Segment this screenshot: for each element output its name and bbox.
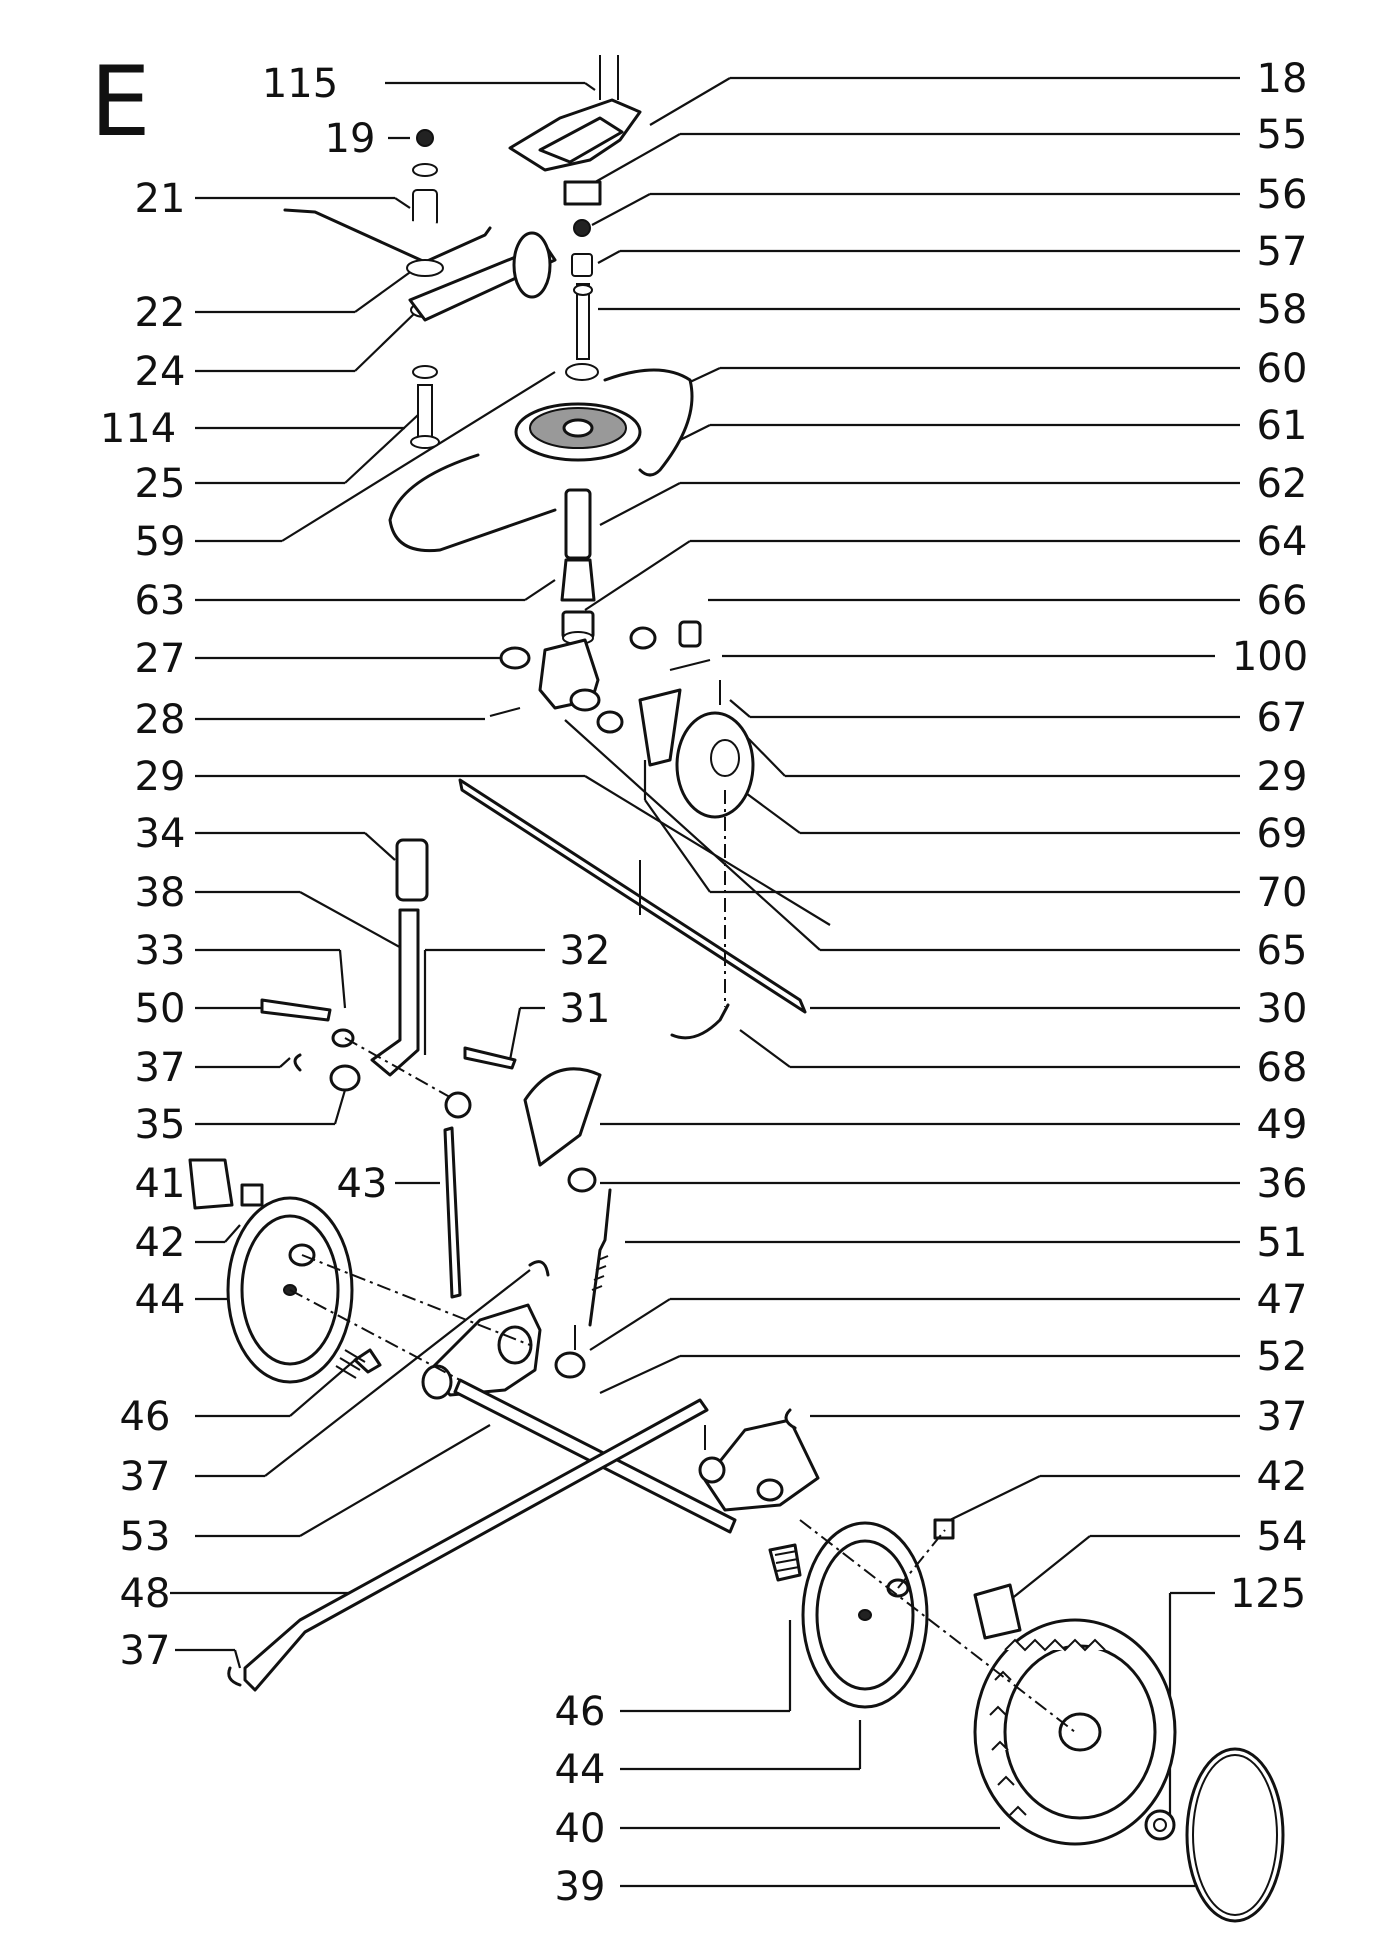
callout-44-bottom: 44 bbox=[555, 1747, 606, 1793]
centerlines bbox=[289, 1254, 1076, 1733]
callout-19: 19 bbox=[325, 116, 376, 162]
section-letter: E bbox=[90, 46, 151, 158]
lever-fasteners bbox=[260, 998, 472, 1119]
callout-67: 67 bbox=[1257, 695, 1308, 741]
callout-28: 28 bbox=[135, 697, 186, 743]
callout-58: 58 bbox=[1257, 287, 1308, 333]
callouts-left: 115 19 21 22 24 114 25 59 63 27 28 29 34… bbox=[100, 61, 831, 1674]
wheel-nut bbox=[1144, 1809, 1176, 1841]
callout-40: 40 bbox=[555, 1806, 606, 1852]
small-fasteners bbox=[629, 620, 721, 705]
right-spring bbox=[768, 1543, 802, 1582]
callout-115: 115 bbox=[262, 61, 338, 107]
spring-clip bbox=[670, 1003, 730, 1040]
gearbox-housing bbox=[489, 638, 624, 734]
callout-57: 57 bbox=[1257, 229, 1308, 275]
bracket-part bbox=[508, 55, 642, 172]
callouts-right: 18 55 56 57 58 60 61 62 64 66 100 67 29 … bbox=[564, 56, 1308, 1820]
left-drive-gear bbox=[188, 1158, 264, 1210]
callout-53: 53 bbox=[120, 1514, 171, 1560]
callout-42-left: 42 bbox=[135, 1220, 186, 1266]
callout-59: 59 bbox=[135, 519, 186, 565]
callout-31: 31 bbox=[560, 986, 611, 1032]
callout-30: 30 bbox=[1257, 986, 1308, 1032]
callout-44-left: 44 bbox=[135, 1277, 186, 1323]
callout-41: 41 bbox=[135, 1161, 186, 1207]
callout-47: 47 bbox=[1257, 1277, 1308, 1323]
callout-61: 61 bbox=[1257, 403, 1308, 449]
pulley bbox=[514, 402, 642, 462]
callout-62: 62 bbox=[1257, 461, 1308, 507]
callout-35: 35 bbox=[135, 1102, 186, 1148]
rear-axle bbox=[453, 1378, 737, 1534]
callout-33: 33 bbox=[135, 928, 186, 974]
callout-39: 39 bbox=[555, 1864, 606, 1910]
callout-34: 34 bbox=[135, 811, 186, 857]
callout-114: 114 bbox=[100, 406, 176, 452]
wheel bbox=[973, 1618, 1177, 1846]
callout-43: 43 bbox=[337, 1161, 388, 1207]
height-lever bbox=[370, 838, 429, 1077]
drive-axle bbox=[458, 778, 807, 1014]
callout-32: 32 bbox=[560, 928, 611, 974]
callout-69: 69 bbox=[1257, 811, 1308, 857]
callout-29-right: 29 bbox=[1257, 754, 1308, 800]
callout-37-b: 37 bbox=[120, 1454, 171, 1500]
right-pivot-bracket bbox=[698, 1408, 820, 1512]
callout-49: 49 bbox=[1257, 1102, 1308, 1148]
callout-37-c: 37 bbox=[120, 1628, 171, 1674]
right-drive-gear bbox=[933, 1518, 1022, 1640]
callout-21: 21 bbox=[135, 176, 186, 222]
callout-24: 24 bbox=[135, 349, 186, 395]
callout-60: 60 bbox=[1257, 346, 1308, 392]
clutch-assembly bbox=[638, 688, 755, 819]
long-rod bbox=[227, 1398, 709, 1692]
callout-37-d: 37 bbox=[1257, 1394, 1308, 1440]
rear-pivot-bracket bbox=[335, 1260, 586, 1400]
callout-55: 55 bbox=[1257, 112, 1308, 158]
callout-42-right: 42 bbox=[1257, 1454, 1308, 1500]
callout-56: 56 bbox=[1257, 172, 1308, 218]
callout-37-a: 37 bbox=[135, 1045, 186, 1091]
callout-27: 27 bbox=[135, 636, 186, 682]
callout-66: 66 bbox=[1257, 578, 1308, 624]
callout-36: 36 bbox=[1257, 1161, 1308, 1207]
callout-25: 25 bbox=[135, 461, 186, 507]
callout-51: 51 bbox=[1257, 1220, 1308, 1266]
callout-100: 100 bbox=[1232, 634, 1308, 680]
height-sector bbox=[463, 1046, 602, 1193]
callouts-bottom: 46 44 40 39 bbox=[555, 1620, 1195, 1910]
callout-46-bottom: 46 bbox=[555, 1689, 606, 1735]
right-hubcap bbox=[801, 1521, 929, 1709]
callout-29-left: 29 bbox=[135, 754, 186, 800]
callout-52: 52 bbox=[1257, 1334, 1308, 1380]
callout-54: 54 bbox=[1257, 1514, 1308, 1560]
callout-63: 63 bbox=[135, 578, 186, 624]
lower-shaft-stack bbox=[560, 488, 596, 645]
callout-125: 125 bbox=[1230, 1571, 1306, 1617]
lever-arm bbox=[408, 231, 557, 322]
callout-68: 68 bbox=[1257, 1045, 1308, 1091]
upper-shaft-stack bbox=[563, 180, 602, 381]
callout-22: 22 bbox=[135, 290, 186, 336]
pivot-stack bbox=[283, 129, 492, 449]
callout-65: 65 bbox=[1257, 928, 1308, 974]
hub-cover bbox=[1185, 1747, 1285, 1923]
link-rod bbox=[443, 1126, 612, 1327]
callout-50: 50 bbox=[135, 986, 186, 1032]
drive-belts bbox=[388, 368, 694, 553]
callout-64: 64 bbox=[1257, 519, 1308, 565]
callout-18: 18 bbox=[1257, 56, 1308, 102]
callouts-inline: 32 31 43 bbox=[337, 928, 611, 1207]
callout-38: 38 bbox=[135, 870, 186, 916]
callout-70: 70 bbox=[1257, 870, 1308, 916]
callout-46-left: 46 bbox=[120, 1394, 171, 1440]
callout-48: 48 bbox=[120, 1571, 171, 1617]
